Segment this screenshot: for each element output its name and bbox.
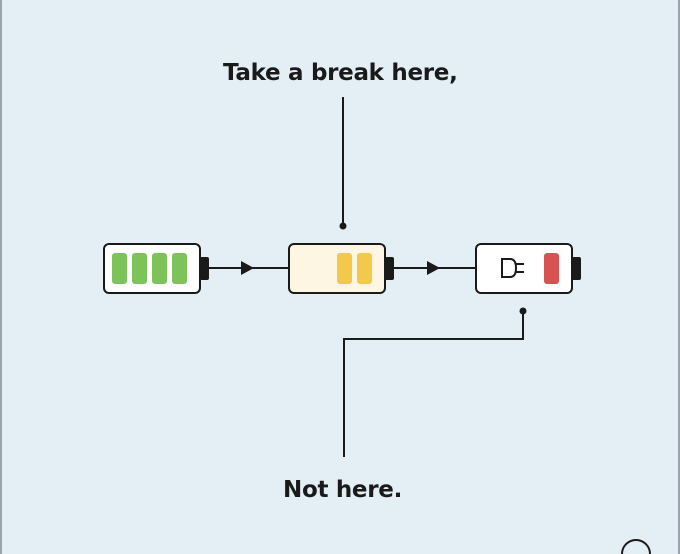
callout-line-bottom [343, 307, 527, 457]
arrow-icon [427, 261, 440, 275]
battery-full [103, 243, 209, 294]
battery-cell [112, 253, 127, 284]
battery-full-cells [112, 253, 187, 284]
corner-decoration [621, 539, 651, 554]
battery-cell [172, 253, 187, 284]
battery-half [288, 243, 394, 294]
arrow-icon [241, 261, 254, 275]
plug-icon [501, 258, 524, 278]
battery-cell [132, 253, 147, 284]
battery-low-cells [544, 253, 559, 284]
callout-dot-top [339, 222, 347, 230]
label-take-a-break: Take a break here, [223, 60, 458, 86]
battery-low [475, 243, 581, 294]
battery-cell [152, 253, 167, 284]
battery-cell [544, 253, 559, 284]
battery-cell [357, 253, 372, 284]
battery-half-cells [337, 253, 372, 284]
battery-cell [337, 253, 352, 284]
connector-arrow-1 [209, 261, 289, 275]
label-not-here: Not here. [283, 477, 403, 503]
